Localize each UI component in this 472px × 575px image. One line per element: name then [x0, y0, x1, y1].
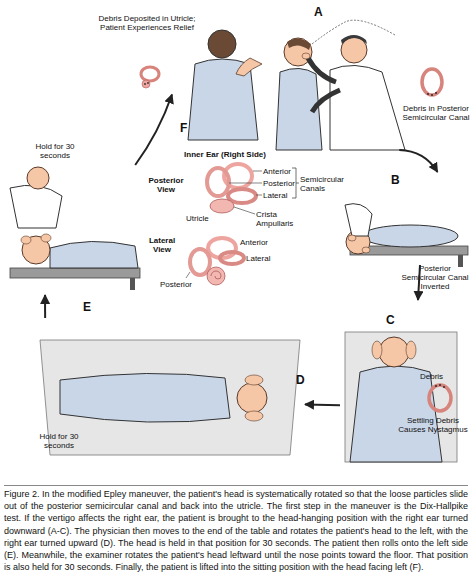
leader-line [312, 20, 395, 44]
annotation-label: Hold for 30 seconds [24, 142, 86, 160]
ear-canal [141, 67, 159, 81]
cochlea [207, 267, 225, 285]
posterior-canal [207, 168, 229, 196]
examiner-torso [10, 185, 62, 228]
examiner-torso [345, 204, 372, 236]
leader-line [256, 195, 262, 196]
debris [435, 385, 437, 387]
examiner-hand [362, 247, 370, 253]
annotation-label: Debris Deposited in Utricle; Patient Exp… [88, 14, 206, 32]
exam-table [10, 268, 140, 278]
utricle [142, 80, 150, 88]
patient-head [208, 30, 236, 58]
examiner-arm [312, 90, 340, 112]
sequence-arrow [135, 94, 172, 165]
debris [427, 93, 429, 95]
step-panel: B [345, 172, 470, 265]
step-letter: B [391, 174, 400, 186]
annotation-label: Posterior [160, 280, 200, 289]
debris [147, 82, 149, 84]
annotation-label: Lateral [246, 254, 282, 263]
debris [435, 92, 437, 94]
leader-line [234, 207, 255, 214]
examiner-head [27, 167, 49, 189]
annotation-label: Semicircular Canals [300, 175, 344, 193]
inverted-canal [429, 385, 451, 411]
annotation-label: Anterior [240, 238, 280, 247]
annotation-label: Hold for 30 seconds [28, 432, 90, 450]
patient-hair [287, 38, 311, 50]
debris [443, 386, 445, 388]
patient-body [50, 241, 138, 268]
patient-head [237, 383, 267, 413]
annotation-label: Posterior View [140, 176, 192, 194]
patient-body [362, 225, 458, 247]
examiner-hand [41, 234, 51, 242]
annotation-label: Lateral [263, 191, 297, 200]
examiner-hand [372, 341, 382, 359]
cochlea-spiral [211, 271, 221, 279]
annotation-label: Anterior [263, 167, 297, 176]
examiner-hand [406, 341, 416, 359]
step-panel: A [262, 2, 470, 150]
step-letter: E [83, 301, 91, 313]
examiner-hand [21, 236, 31, 244]
examiner-coat [330, 65, 405, 150]
annotation-label: Posterior Semicircular Canal Inverted [398, 264, 472, 291]
patient-head [379, 337, 409, 367]
sequence-arrow [305, 403, 340, 406]
step-panel: E [5, 165, 145, 295]
lateral-canal [228, 189, 256, 203]
sequence-arrow [399, 150, 437, 172]
step-panel: C [340, 300, 470, 462]
leader-line [253, 171, 262, 172]
examiner-arm [308, 58, 336, 82]
figure-caption: Figure 2. In the modified Epley maneuver… [4, 485, 468, 573]
posterior-canal [190, 249, 210, 275]
debris [431, 94, 433, 96]
posterior-canal [422, 69, 442, 95]
debris [144, 83, 146, 85]
examiner-hand [245, 411, 263, 421]
debris [439, 384, 441, 386]
annotation-label: Crista Ampullaris [256, 210, 302, 228]
annotation-label: Utricle [186, 214, 220, 223]
leader-line [186, 272, 190, 278]
table-leg [458, 255, 463, 267]
annotation-label: Inner Ear (Right Side) [170, 150, 280, 159]
examiner-hand [348, 235, 356, 241]
step-letter: C [386, 314, 395, 326]
lateral-canal [220, 252, 244, 264]
annotation-label: Debris in Posterior Semicircular Canal [402, 104, 470, 122]
examiner-hand [302, 53, 310, 59]
annotation-label: Debris [420, 372, 460, 381]
sequence-arrow [44, 295, 46, 318]
patient-body [60, 373, 230, 422]
annotation-label: Posterior [263, 179, 297, 188]
step-letter: F [180, 122, 187, 134]
annotation-label: Lateral View [140, 236, 184, 254]
exam-table [40, 340, 300, 455]
leader-line [229, 183, 262, 184]
table-leg [130, 278, 135, 290]
step-letter: D [296, 374, 305, 386]
exam-table [345, 332, 457, 462]
utricle [210, 199, 234, 213]
step-letter: A [314, 6, 323, 18]
examiner-hand [236, 58, 262, 76]
examiner-hand [245, 375, 263, 385]
annotation-label: Settling Debris Causes Nystagmus [398, 416, 468, 434]
examiner-hair [341, 35, 367, 44]
